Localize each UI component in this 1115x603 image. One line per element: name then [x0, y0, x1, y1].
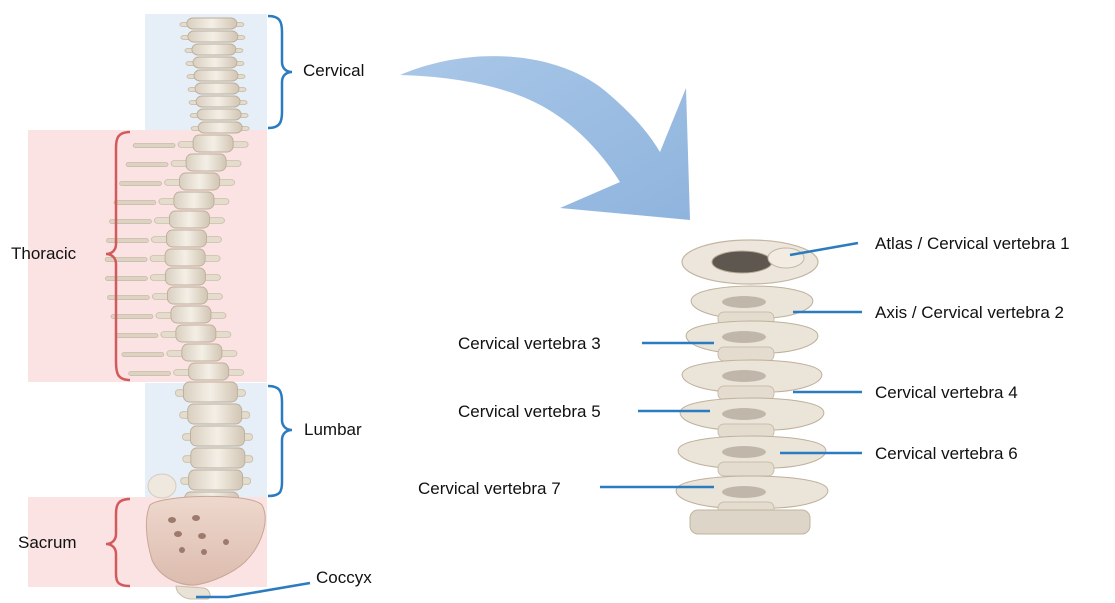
- vertebra: [185, 44, 243, 55]
- thoracic-label: Thoracic: [11, 244, 77, 263]
- vertebra: [187, 70, 245, 81]
- c5-label: Cervical vertebra 5: [458, 402, 601, 421]
- vertebra: [183, 448, 253, 468]
- cervical-closeup: [676, 240, 828, 534]
- vertebra: [191, 122, 249, 133]
- vertebra: [182, 426, 252, 446]
- zoom-arrow: [400, 56, 690, 220]
- c3-label: Cervical vertebra 3: [458, 334, 601, 353]
- closeup-vertebra: [691, 286, 813, 326]
- sacrum-label: Sacrum: [18, 533, 77, 552]
- vertebra: [190, 109, 248, 120]
- c1-label: Atlas / Cervical vertebra 1: [875, 234, 1070, 253]
- closeup-vertebra: [686, 321, 818, 361]
- closeup-vertebra: [680, 398, 824, 438]
- vertebra: [186, 57, 244, 68]
- c6-label: Cervical vertebra 6: [875, 444, 1018, 463]
- vertebra: [181, 31, 245, 42]
- vertebra: [189, 96, 247, 107]
- vertebra: [181, 470, 251, 490]
- vertebra: [175, 382, 245, 402]
- lumbar-bracket: [268, 386, 292, 496]
- lumbar-label: Lumbar: [304, 420, 362, 439]
- c2-label: Axis / Cervical vertebra 2: [875, 303, 1064, 322]
- vertebra: [180, 404, 250, 424]
- c7-label: Cervical vertebra 7: [418, 479, 561, 498]
- cervical-label: Cervical: [303, 61, 364, 80]
- closeup-vertebra: [682, 360, 822, 400]
- vertebra: [180, 18, 244, 29]
- closeup-vertebra: [678, 436, 826, 476]
- coccyx-label: Coccyx: [316, 568, 372, 587]
- cervical-bracket: [268, 16, 292, 128]
- iliac-crest-shadow: [148, 474, 176, 498]
- vertebra: [188, 83, 246, 94]
- c4-label: Cervical vertebra 4: [875, 383, 1018, 402]
